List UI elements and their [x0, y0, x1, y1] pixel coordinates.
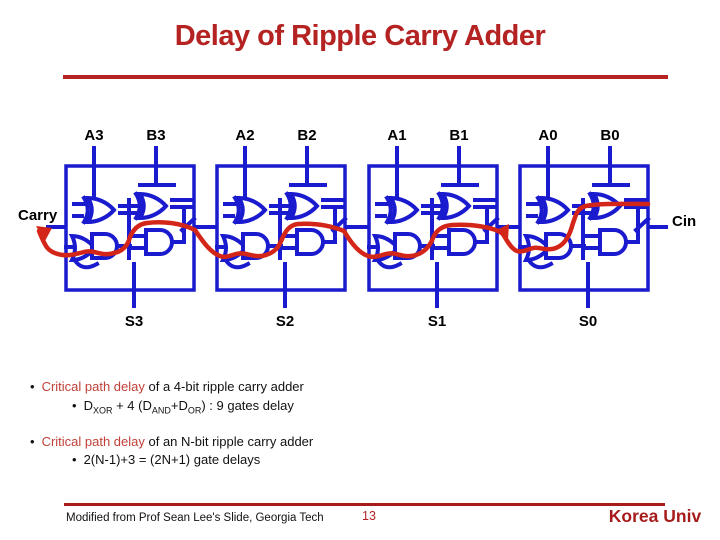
- input-wires: [92, 146, 612, 166]
- bullet-marker: •: [72, 452, 77, 467]
- footer-credit: Modified from Prof Sean Lee's Slide, Geo…: [66, 512, 324, 524]
- bullet-delay-formula-4bit: • DXOR + 4 (DAND+DOR) : 9 gates delay: [72, 398, 294, 416]
- bullet-2-text: of an N-bit ripple carry adder: [144, 434, 314, 449]
- critical-path-line: [36, 201, 651, 260]
- bullet-marker: •: [30, 379, 35, 394]
- input-label-b2: B2: [297, 127, 316, 144]
- formula-text: +D: [170, 398, 188, 413]
- full-adder-block-2: [215, 164, 347, 292]
- bullet-2-red-text: Critical path delay: [41, 434, 145, 449]
- formula-text: ) : 9 gates delay: [201, 398, 294, 413]
- input-label-a3: A3: [84, 127, 103, 144]
- critical-path-arrowhead-mid: [494, 224, 509, 239]
- full-adder-block-3: [64, 164, 196, 292]
- bullet-1-text: of a 4-bit ripple carry adder: [144, 379, 304, 394]
- input-label-a0: A0: [538, 127, 557, 144]
- bullet-critical-path-nbit: • Critical path delay of an N-bit ripple …: [30, 434, 313, 449]
- full-adder-block-0: [518, 164, 650, 292]
- formula-text: D: [83, 398, 93, 413]
- formula-subscript-and: AND: [151, 405, 171, 416]
- input-label-a2: A2: [235, 127, 254, 144]
- carry-label: Carry: [18, 207, 58, 224]
- sum-label-s3: S3: [125, 313, 143, 330]
- cin-label: Cin: [672, 213, 696, 230]
- bullet-critical-path-4bit: • Critical path delay of a 4-bit ripple c…: [30, 379, 304, 394]
- input-label-a1: A1: [387, 127, 406, 144]
- formula-subscript-or: OR: [187, 405, 202, 416]
- input-label-b0: B0: [600, 127, 619, 144]
- critical-path-arrowhead-end: [36, 226, 52, 241]
- bullet-marker: •: [30, 434, 35, 449]
- footer-divider: [64, 503, 665, 506]
- bullet-marker: •: [72, 398, 77, 413]
- formula-text: 2(N-1)+3 = (2N+1) gate delays: [83, 452, 261, 467]
- bullet-delay-formula-nbit: • 2(N-1)+3 = (2N+1) gate delays: [72, 452, 260, 467]
- bullet-1-red-text: Critical path delay: [41, 379, 145, 394]
- sum-label-s2: S2: [276, 313, 294, 330]
- input-label-b1: B1: [449, 127, 468, 144]
- formula-text: + 4 (D: [112, 398, 152, 413]
- footer-brand: Korea Univ: [608, 506, 702, 526]
- page-number: 13: [362, 509, 376, 523]
- page-title: Delay of Ripple Carry Adder: [174, 20, 546, 52]
- title-divider: [63, 75, 668, 79]
- input-label-b3: B3: [146, 127, 165, 144]
- sum-label-s0: S0: [579, 313, 597, 330]
- ripple-carry-adder-diagram: A3 B3 A2 B2 A1 B1 A0 B0 Carry Cin S3 S2 …: [18, 127, 696, 330]
- sum-wires: [132, 290, 590, 308]
- formula-subscript-xor: XOR: [92, 405, 113, 416]
- sum-label-s1: S1: [428, 313, 446, 330]
